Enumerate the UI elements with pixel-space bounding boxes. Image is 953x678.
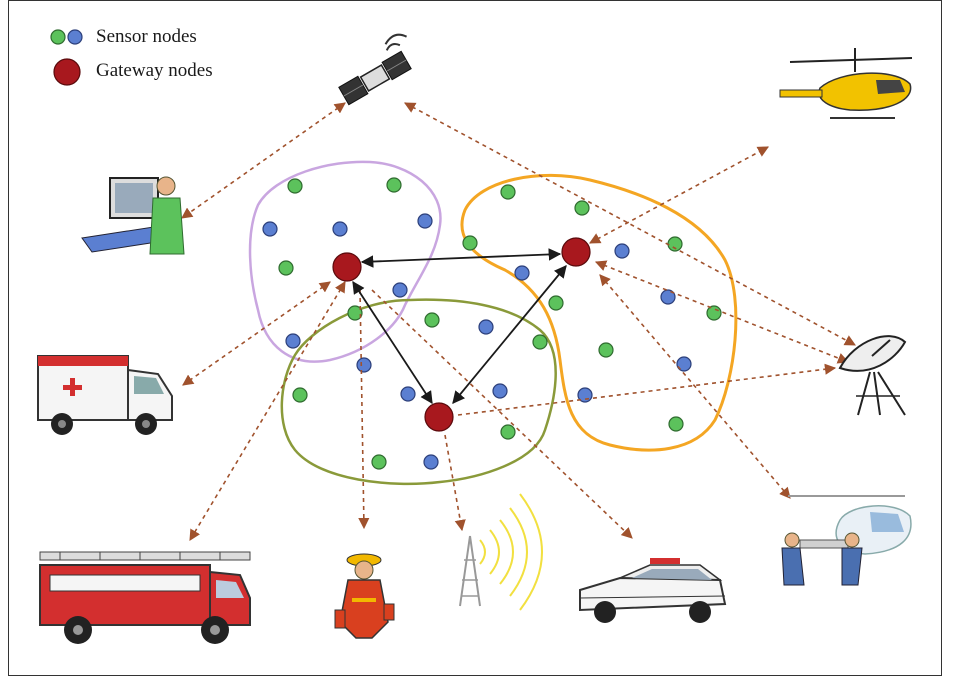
link-gw2-helicopter — [589, 146, 769, 244]
gateway-links — [352, 248, 567, 405]
sensor-node — [424, 312, 440, 328]
sensor-node — [371, 454, 387, 470]
satellite-icon — [338, 33, 412, 106]
helicopter-icon — [779, 48, 913, 119]
link-gw1-police — [371, 289, 633, 539]
link-gw1-ambulance — [182, 281, 331, 386]
link-gw2-gw3 — [452, 265, 567, 404]
sensor-node — [356, 357, 372, 373]
satellite-dish-icon — [838, 335, 907, 416]
firefighter-icon — [334, 553, 395, 639]
sensor-node — [492, 383, 508, 399]
sensor-node — [400, 386, 416, 402]
sensor-node — [292, 387, 308, 403]
sensor-node — [514, 265, 530, 281]
sensor-node — [500, 184, 516, 200]
computer-operator-icon — [81, 176, 185, 255]
gateway-node — [332, 252, 362, 282]
sensor-node — [386, 177, 402, 193]
link-gw1-gw3 — [352, 280, 433, 405]
sensor-node — [500, 424, 516, 440]
sensor-node — [548, 295, 564, 311]
link-gw1-gw2 — [360, 248, 562, 268]
legend-sensor-blue-dot — [67, 29, 83, 45]
gateway-node — [424, 402, 454, 432]
link-gw2-dish — [594, 260, 850, 364]
sensor-node — [417, 213, 433, 229]
sensor-node — [478, 319, 494, 335]
legend-sensor-label: Sensor nodes — [96, 26, 197, 47]
link-gw3-dish — [457, 363, 837, 416]
medevac-helicopter-icon — [781, 495, 912, 586]
sensor-node — [668, 416, 684, 432]
link-satellite-dish — [404, 102, 856, 346]
sensor-node — [462, 235, 478, 251]
ambulance-icon — [37, 355, 173, 435]
sensor-node — [598, 342, 614, 358]
sensor-node — [278, 260, 294, 276]
link-gw2-medevac — [599, 274, 791, 499]
sensor-node — [532, 334, 548, 350]
link-gw3-tower — [444, 434, 466, 532]
legend-gateway-label: Gateway nodes — [96, 60, 213, 81]
external-links — [181, 102, 856, 541]
sensor-node — [614, 243, 630, 259]
legend-sensor-green-dot — [50, 29, 66, 45]
sensor-node — [262, 221, 278, 237]
sensor-node — [423, 454, 439, 470]
sensor-node — [332, 221, 348, 237]
sensor-node — [706, 305, 722, 321]
cluster-orange-outline — [460, 173, 738, 452]
link-gw1-firefighter — [358, 289, 370, 530]
sensor-node — [287, 178, 303, 194]
sensor-node — [392, 282, 408, 298]
police-car-icon — [579, 558, 727, 623]
fire-truck-icon — [39, 551, 251, 644]
link-satellite-operator — [181, 102, 346, 219]
sensor-node — [285, 333, 301, 349]
link-gw1-firetruck — [189, 281, 346, 541]
legend-gateway-dot — [53, 58, 81, 86]
gateway-node — [561, 237, 591, 267]
radio-tower-icon — [459, 493, 543, 611]
sensor-node — [574, 200, 590, 216]
